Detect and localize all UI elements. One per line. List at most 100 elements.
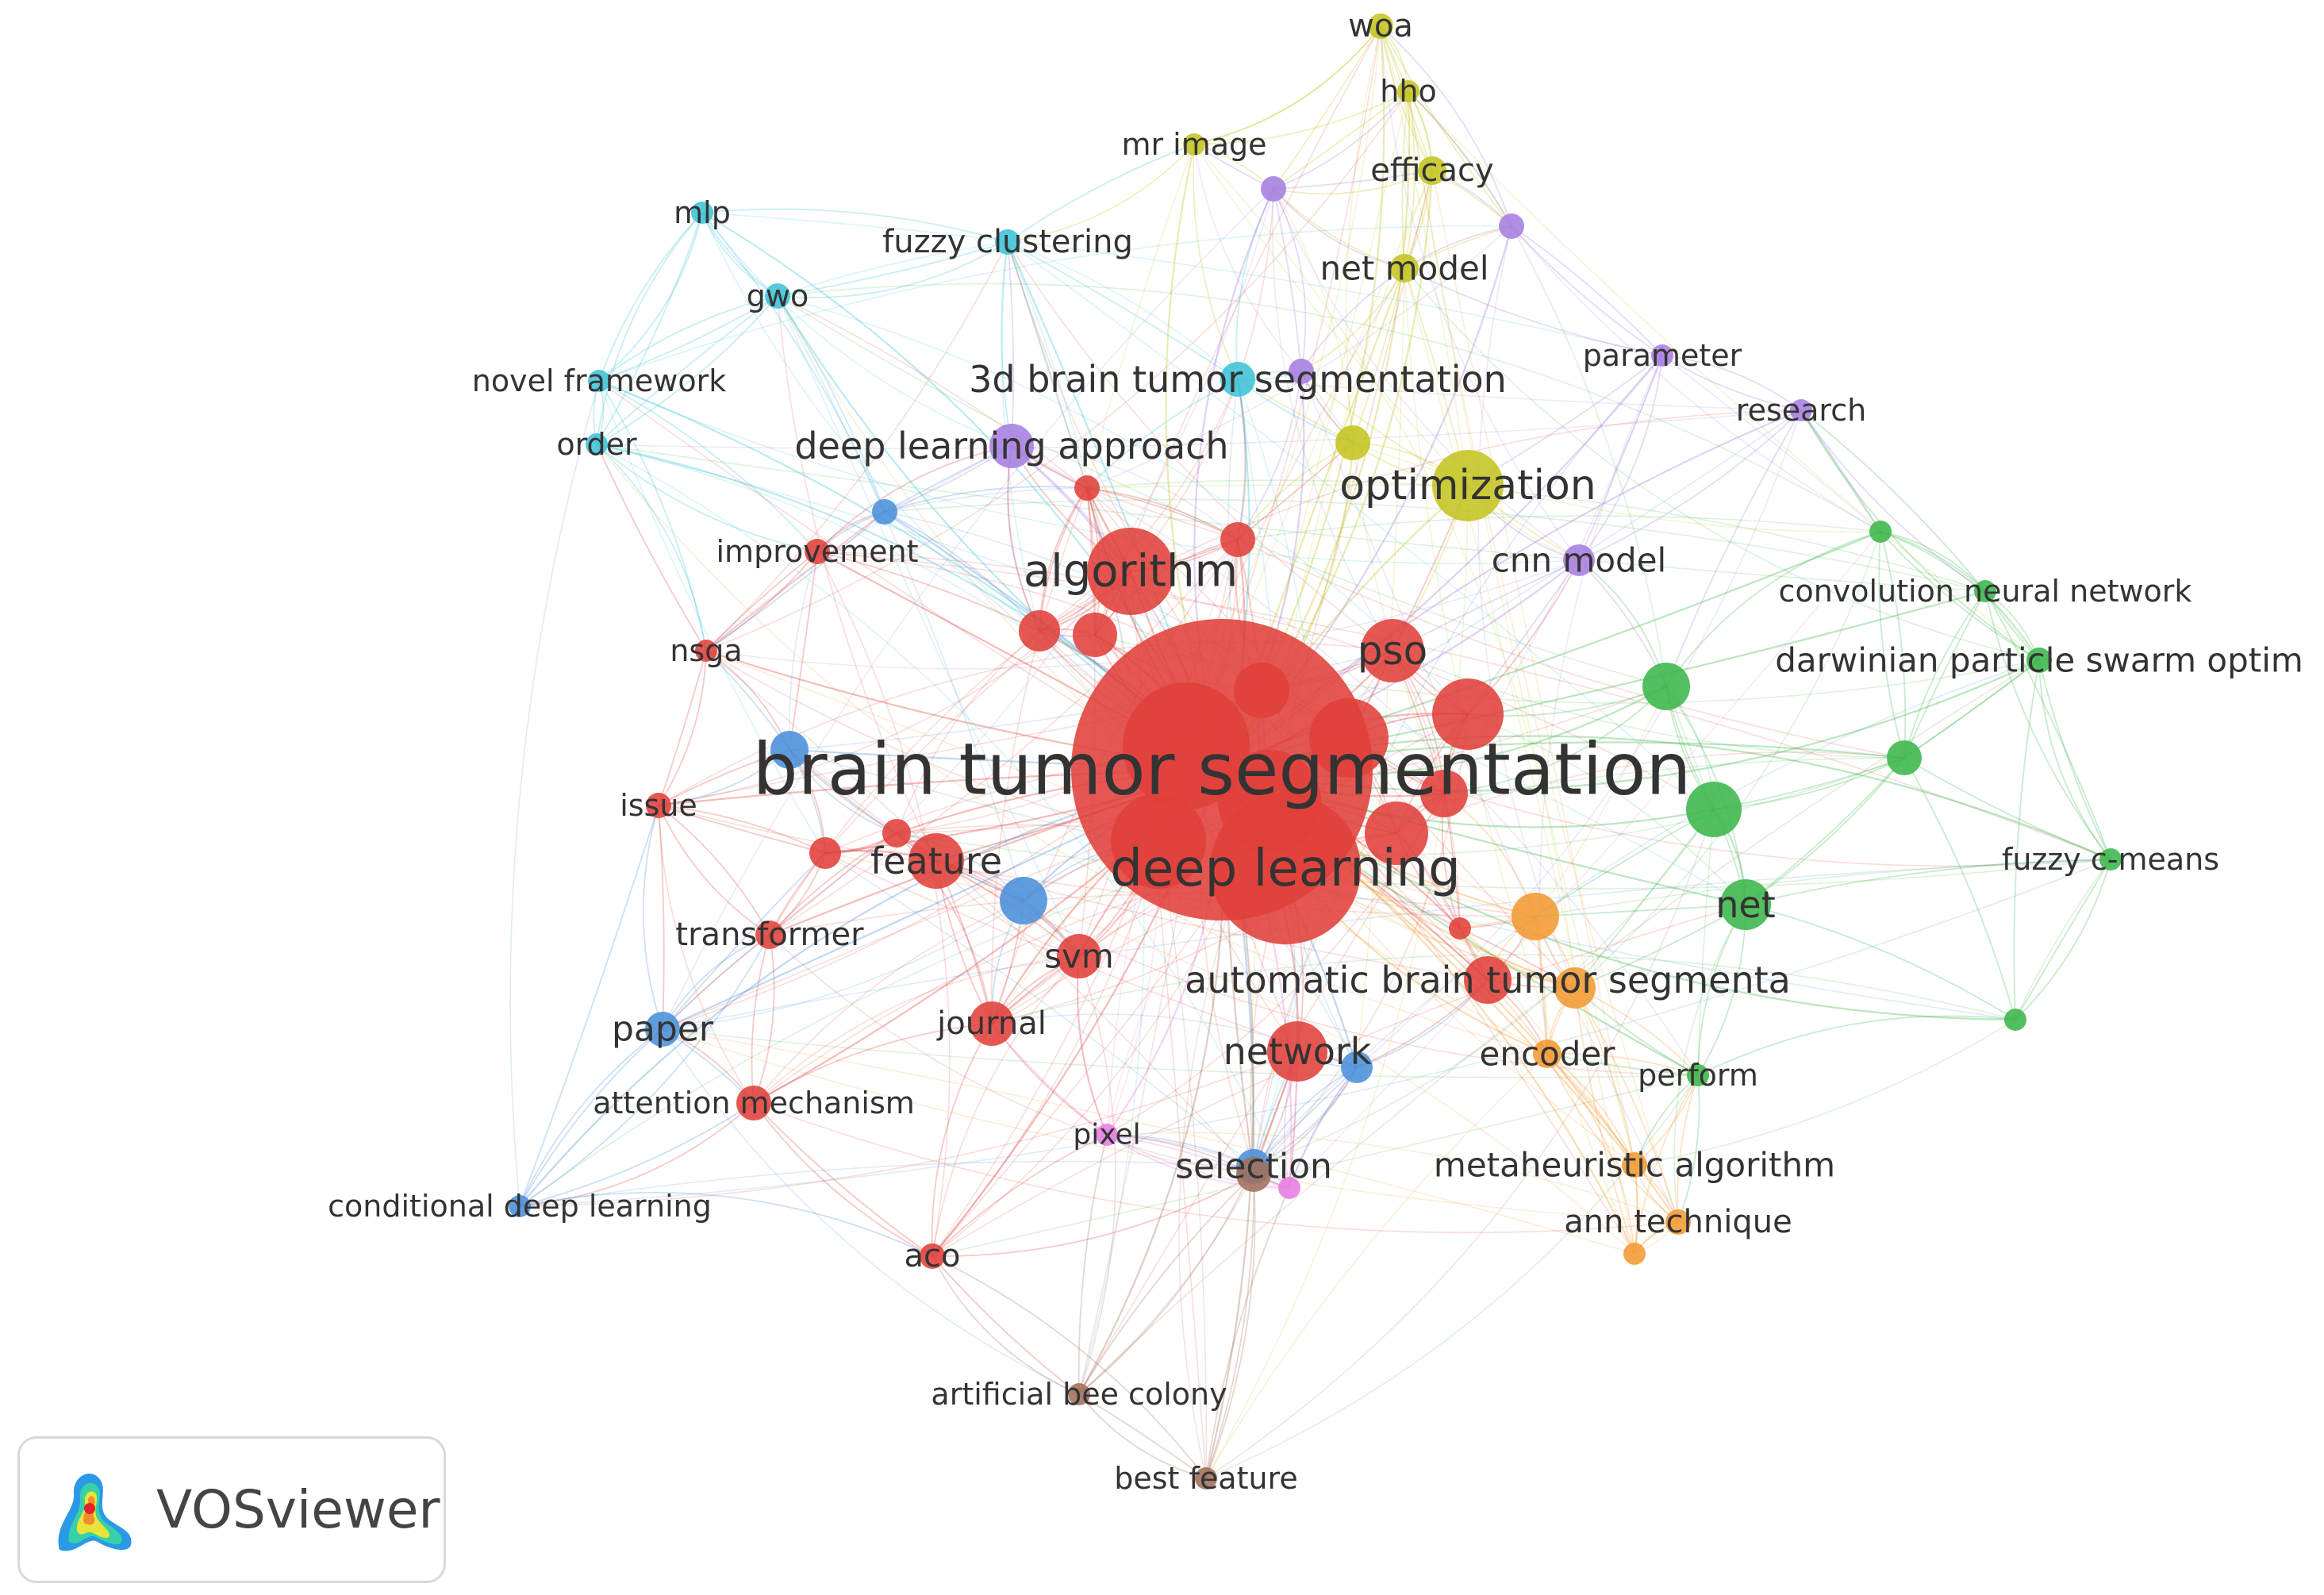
node-woa[interactable]: [1368, 13, 1393, 39]
node-gwo[interactable]: [765, 283, 790, 309]
network-link-183: [519, 1191, 933, 1257]
node-hho[interactable]: [1397, 80, 1419, 102]
node-extra-30[interactable]: [1289, 359, 1314, 384]
node-cnnmodel[interactable]: [1563, 544, 1595, 576]
node-dla[interactable]: [989, 424, 1034, 468]
network-link-638: [1634, 1074, 1699, 1255]
node-fuzzyclust[interactable]: [995, 229, 1020, 255]
node-extra-10[interactable]: [1220, 522, 1255, 557]
node-optimization[interactable]: [1432, 450, 1504, 521]
node-label-cnnmodel: cnn model: [1492, 541, 1666, 580]
node-extra-4[interactable]: [1432, 678, 1504, 750]
network-link-87: [753, 955, 1080, 1104]
node-extra-26[interactable]: [1554, 967, 1596, 1009]
node-label-fuzzyclust: fuzzy clustering: [882, 224, 1133, 260]
network-link-346: [596, 212, 703, 445]
network-link-133: [1673, 904, 1746, 1223]
node-novelfw[interactable]: [588, 370, 610, 392]
network-link-141: [1086, 479, 1986, 592]
node-perform[interactable]: [1687, 1064, 1709, 1086]
node-dpso[interactable]: [2026, 648, 2052, 673]
node-abts[interactable]: [1464, 956, 1512, 1004]
node-label-aco: aco: [905, 1238, 961, 1274]
node-fcm[interactable]: [2099, 848, 2122, 871]
node-extra-27[interactable]: [1623, 1243, 1646, 1265]
node-encoder[interactable]: [1533, 1040, 1561, 1068]
node-extra-24[interactable]: [1335, 425, 1370, 460]
node-issue[interactable]: [646, 793, 671, 818]
node-extra-7[interactable]: [1420, 770, 1468, 817]
network-link-61: [1078, 955, 1116, 1395]
node-bestfeat[interactable]: [1195, 1467, 1217, 1489]
node-ann[interactable]: [1665, 1209, 1691, 1235]
node-extra-32[interactable]: [1278, 1177, 1300, 1199]
node-extra-16[interactable]: [1686, 782, 1742, 837]
node-parameter[interactable]: [1651, 344, 1673, 367]
node-transformer[interactable]: [755, 920, 784, 949]
node-research[interactable]: [1790, 399, 1812, 421]
network-link-389: [1205, 1174, 1256, 1479]
network-link-187: [509, 380, 600, 1207]
network-link-625: [1535, 686, 1667, 917]
node-extra-12[interactable]: [882, 819, 911, 847]
network-link-366: [1431, 170, 1635, 1166]
node-extra-18[interactable]: [1869, 521, 1892, 543]
node-mrimage[interactable]: [1183, 133, 1205, 156]
network-link-537: [1511, 225, 1667, 687]
node-cdl[interactable]: [509, 1195, 531, 1217]
node-extra-19[interactable]: [2004, 1009, 2026, 1031]
network-link-349: [596, 444, 1290, 1189]
node-attn[interactable]: [736, 1086, 771, 1120]
node-paper[interactable]: [645, 1012, 680, 1047]
node-extra-25[interactable]: [1512, 893, 1559, 940]
node-net[interactable]: [1720, 879, 1771, 930]
node-aco[interactable]: [920, 1243, 945, 1269]
node-extra-13[interactable]: [1074, 475, 1100, 501]
node-netmodel[interactable]: [1390, 254, 1419, 282]
network-link-122: [658, 805, 665, 1030]
node-order[interactable]: [586, 433, 608, 455]
node-improvement[interactable]: [805, 539, 830, 564]
node-extra-20[interactable]: [1000, 877, 1047, 924]
network-link-218: [1300, 267, 1405, 372]
node-pixel[interactable]: [1096, 1124, 1118, 1146]
node-extra-17[interactable]: [1887, 740, 1922, 775]
vosviewer-logo-text: VOSviewer: [156, 1479, 440, 1540]
network-link-138: [1903, 590, 1986, 759]
network-link-219: [1273, 188, 1405, 269]
node-abc[interactable]: [1068, 1383, 1090, 1405]
node-extra-14[interactable]: [1449, 917, 1471, 940]
network-link-264: [1007, 445, 1040, 632]
node-cnn_nn[interactable]: [1974, 580, 1996, 602]
network-link-489: [1237, 379, 1247, 540]
node-journal[interactable]: [970, 1001, 1014, 1046]
network-link-80: [769, 539, 1239, 936]
node-btseg[interactable]: [1071, 619, 1373, 920]
network-link-201: [1077, 955, 1108, 1136]
node-mlp[interactable]: [691, 202, 713, 224]
network-link-295: [596, 409, 1802, 450]
network-link-173: [642, 805, 663, 1030]
node-feature[interactable]: [908, 833, 964, 889]
network-link-684: [1289, 1067, 1358, 1189]
node-extra-15[interactable]: [1642, 663, 1690, 710]
node-extra-29[interactable]: [1499, 213, 1524, 239]
node-extra-23[interactable]: [872, 499, 897, 525]
node-extra-5[interactable]: [1365, 801, 1428, 865]
node-alg[interactable]: [1087, 528, 1174, 615]
node-nsga[interactable]: [695, 640, 717, 662]
node-pso[interactable]: [1361, 619, 1424, 682]
node-extra-22[interactable]: [1341, 1051, 1373, 1083]
node-extra-9[interactable]: [1019, 610, 1060, 651]
node-extra-8[interactable]: [1073, 613, 1117, 657]
node-efficacy[interactable]: [1418, 156, 1446, 185]
network-link-544: [1253, 809, 1715, 1167]
node-extra-11[interactable]: [809, 837, 841, 869]
node-d3bts[interactable]: [1220, 362, 1255, 397]
node-metaheur[interactable]: [1622, 1152, 1647, 1178]
node-svm[interactable]: [1057, 934, 1101, 978]
node-extra-21[interactable]: [770, 731, 809, 769]
node-network[interactable]: [1267, 1021, 1327, 1082]
node-extra-28[interactable]: [1261, 176, 1286, 202]
node-extra-31[interactable]: [1236, 1157, 1271, 1192]
